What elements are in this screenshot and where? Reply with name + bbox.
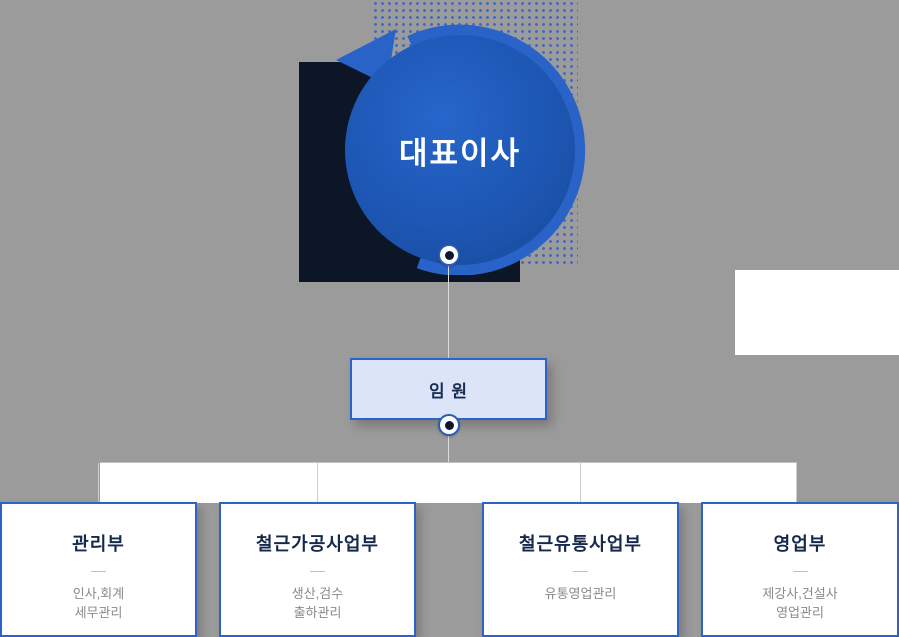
dept-divider — [310, 571, 325, 572]
dept-box-sales: 영업부 제강사,건설사 영업관리 — [701, 502, 899, 637]
executive-label: 임 원 — [428, 381, 468, 401]
connector-band — [100, 462, 797, 503]
executive-node: 임 원 — [350, 358, 547, 420]
dept-desc: 유통영업관리 — [544, 586, 617, 601]
dept-box-rebar-distribution: 철근유통사업부 유통영업관리 — [482, 502, 679, 637]
ceo-node: 대표이사 — [345, 35, 575, 265]
dept-box-rebar-processing: 철근가공사업부 생산,검수 출하관리 — [219, 502, 416, 637]
dept-title: 철근유통사업부 — [519, 534, 642, 554]
connector-drop-management — [98, 463, 99, 503]
connector-drop-sales — [796, 463, 797, 503]
ceo-label: 대표이사 — [398, 135, 522, 171]
dept-desc: 생산,검수 출하관리 — [291, 586, 344, 620]
dept-desc: 제강사,건설사 영업관리 — [762, 586, 838, 620]
connector-dot-icon — [438, 244, 460, 266]
connector-horizontal-line — [100, 462, 797, 463]
connector-line-ceo-executive — [448, 257, 449, 358]
connector-drop-rebar-distribution — [580, 463, 581, 503]
connector-line-executive-departments — [448, 420, 449, 463]
connector-drop-rebar-processing — [317, 463, 318, 503]
white-rect-decoration — [735, 270, 899, 355]
connector-dot-icon — [438, 414, 460, 436]
dept-title: 관리부 — [72, 534, 125, 554]
dept-title: 영업부 — [773, 534, 827, 554]
dept-divider — [573, 571, 588, 572]
dept-divider — [91, 571, 106, 572]
dept-desc: 인사,회계 세무관리 — [72, 586, 125, 620]
dept-title: 철근가공사업부 — [256, 534, 379, 554]
dept-divider — [792, 571, 808, 572]
dept-box-management: 관리부 인사,회계 세무관리 — [0, 502, 197, 637]
